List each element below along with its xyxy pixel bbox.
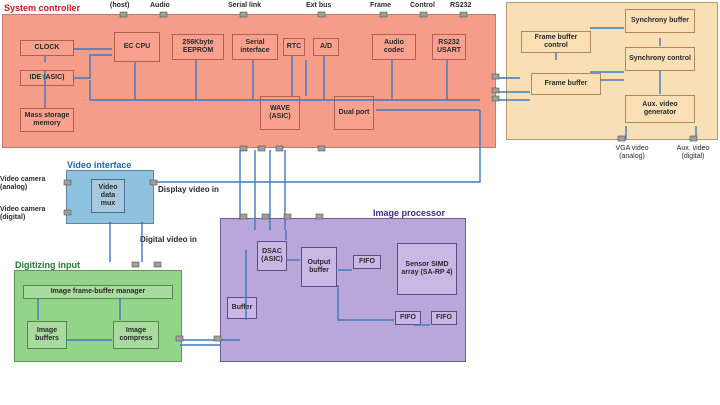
port-3	[317, 11, 326, 18]
control-label: Control	[410, 2, 435, 9]
port-18	[153, 261, 162, 268]
port-15	[63, 209, 72, 216]
audio-label: Audio	[150, 2, 170, 9]
port-1	[159, 11, 168, 18]
frame-buffer-manager-block: Image frame-buffer manager	[23, 285, 173, 299]
port-20	[261, 213, 270, 220]
image-compress-block: Image compress	[113, 321, 159, 349]
digital-video-in-label: Digital video in	[140, 235, 197, 244]
serial-interface-block: Serial interface	[232, 34, 278, 60]
port-24	[213, 335, 222, 342]
port-2	[239, 11, 248, 18]
fifo-a-block: FIFO	[395, 311, 421, 325]
rs232-block: RS232 USART	[432, 34, 466, 60]
mass-memory-block: Mass storage memory	[20, 108, 74, 132]
ide-block: IDE (ASIC)	[20, 70, 74, 86]
dsac-asic-block: DSAC (ASIC)	[257, 241, 287, 271]
digitizing-input-title: Digitizing input	[15, 260, 80, 270]
port-21	[283, 213, 292, 220]
frame-buffer-block: Frame buffer	[531, 73, 601, 95]
fifo-b-block: FIFO	[431, 311, 457, 325]
system-controller-title: System controller	[4, 3, 81, 13]
port-12	[275, 145, 284, 152]
image-buffers-block: Image buffers	[27, 321, 67, 349]
wire-37	[337, 285, 394, 321]
image-processor-title: Image processor	[373, 208, 446, 218]
serial-link-label: Serial link	[228, 2, 262, 9]
port-13	[317, 145, 326, 152]
port-22	[315, 213, 324, 220]
fifo-top-block: FIFO	[353, 255, 381, 269]
buffer-block: Buffer	[227, 297, 257, 319]
analog-camera-label: Video camera (analog)	[0, 176, 46, 191]
port-17	[131, 261, 140, 268]
port-26	[689, 135, 698, 142]
wire-30	[152, 110, 481, 183]
port-7	[491, 73, 500, 80]
adc-block: A/D	[313, 38, 339, 56]
digitizing-input-panel: Digitizing input Image frame-buffer mana…	[14, 260, 182, 362]
video-interface-panel: Video interface Video data mux	[66, 160, 154, 224]
synchrony-buffer-block: Synchrony buffer	[625, 9, 695, 33]
frame-buffer-panel: Frame buffer control Synchrony buffer Sy…	[506, 2, 718, 140]
port-10	[239, 145, 248, 152]
port-14	[63, 179, 72, 186]
sensor-array-block: Sensor SIMD array (SA-RP 4)	[397, 243, 457, 295]
eeprom-block: 256Kbyte EEPROM	[172, 34, 224, 60]
port-16	[149, 179, 158, 186]
frame-label: Frame	[370, 2, 392, 9]
synchrony-control-block: Synchrony control	[625, 47, 695, 71]
port-25	[617, 135, 626, 142]
aux-output-label: Aux. video (digital)	[676, 145, 710, 160]
vga-output-label: VGA video (analog)	[615, 145, 649, 160]
host-label: (host)	[110, 2, 130, 9]
port-4	[379, 11, 388, 18]
image-processor-panel: Image processor DSAC (ASIC) Output buffe…	[220, 208, 466, 362]
clock-block: CLOCK	[20, 40, 74, 56]
display-video-in-label: Display video in	[158, 185, 219, 194]
digital-camera-label: Video camera (digital)	[0, 206, 46, 221]
wave-asic-block: WAVE (ASIC)	[260, 96, 300, 130]
aux-video-generator-block: Aux. video generator	[625, 95, 695, 123]
rtc-block: RTC	[283, 38, 305, 56]
ec-cpu-block: EC CPU	[114, 32, 160, 62]
port-6	[459, 11, 468, 18]
port-11	[257, 145, 266, 152]
port-8	[491, 87, 500, 94]
port-23	[175, 335, 184, 342]
output-buffer-block: Output buffer	[301, 247, 337, 287]
system-controller-panel: System controller CLOCK EC CPU 256Kbyte …	[2, 3, 496, 148]
rs232-label: RS232	[450, 2, 472, 9]
dual-port-block: Dual port	[334, 96, 374, 130]
video-interface-title: Video interface	[67, 160, 132, 170]
port-19	[239, 213, 248, 220]
port-9	[491, 95, 500, 102]
port-0	[119, 11, 128, 18]
port-5	[419, 11, 428, 18]
wire-1	[74, 54, 112, 79]
ext-bus-label: Ext bus	[306, 2, 332, 9]
video-data-mux-block: Video data mux	[91, 179, 125, 213]
audio-block: Audio codec	[372, 34, 416, 60]
